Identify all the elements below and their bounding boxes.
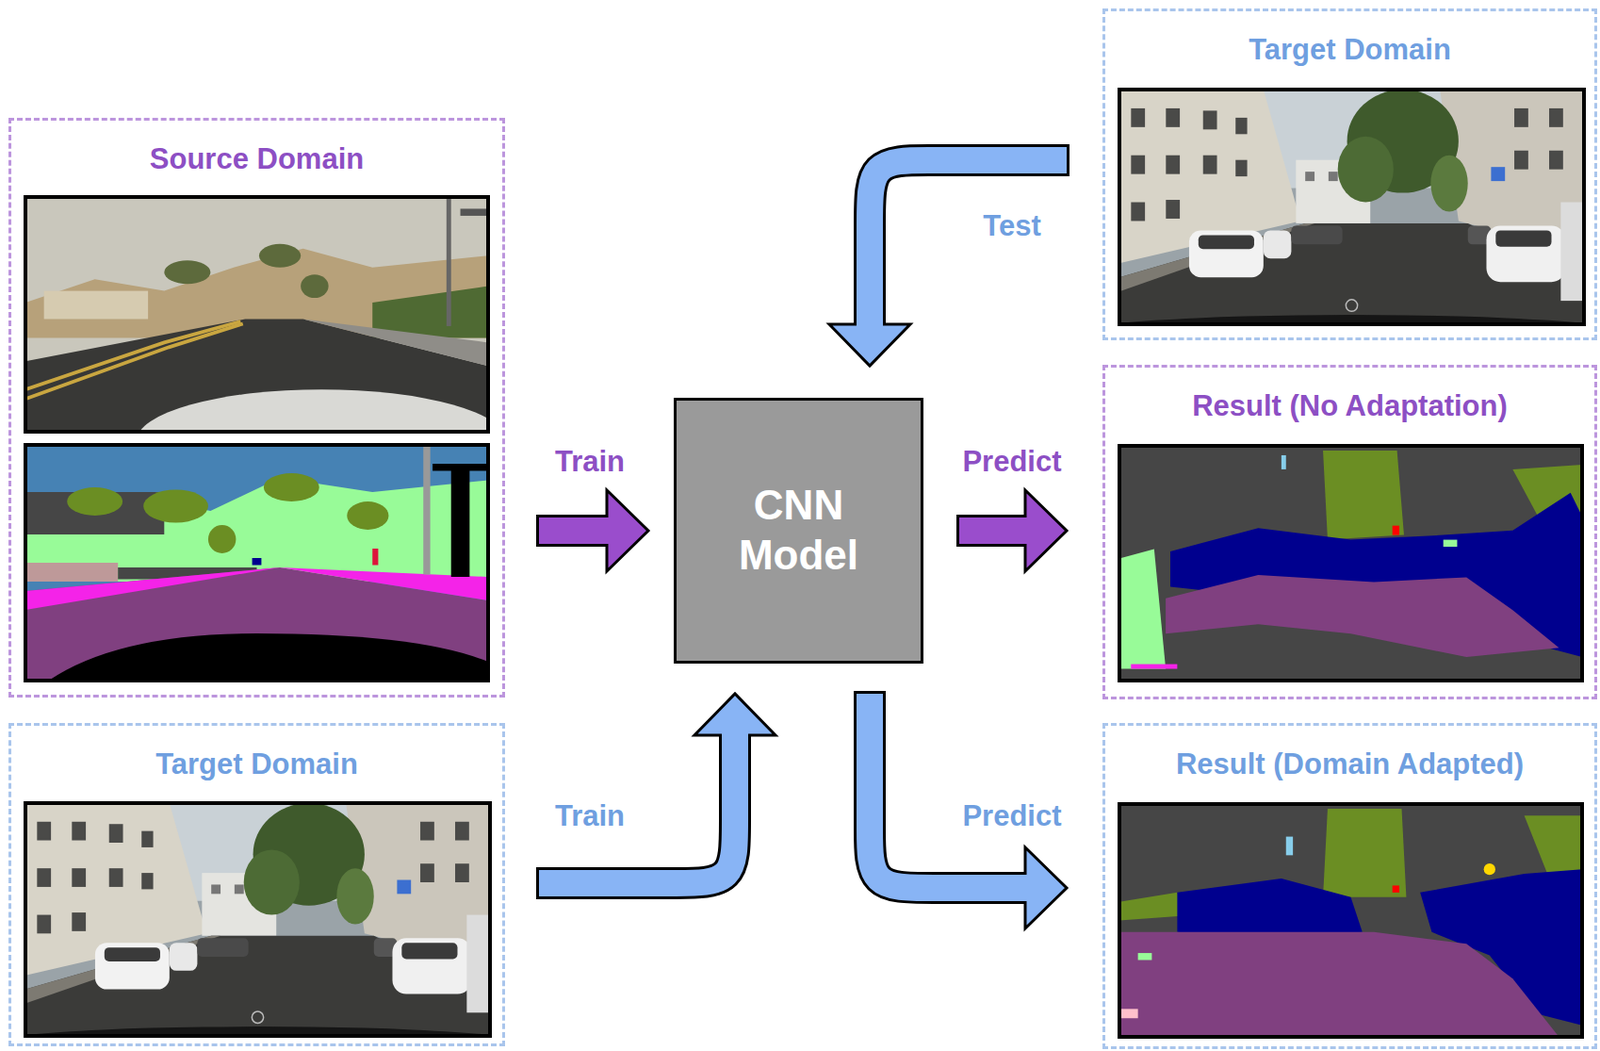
arrow-body: [959, 517, 1029, 544]
segmentation-map: [1119, 445, 1583, 681]
street-photo: [0, 802, 537, 1051]
segmentation-map: [1119, 803, 1583, 1037]
panel-title: Result (No Adaptation): [1191, 388, 1508, 424]
arrow-head: [1025, 847, 1067, 929]
photo-frame: [1119, 89, 1584, 325]
arrow-body: [538, 731, 735, 883]
arrow-outline: [536, 734, 735, 883]
panel-title: Target Domain: [155, 746, 359, 782]
arrow-head: [606, 489, 649, 572]
edge-label: Test: [979, 208, 1045, 244]
domain-panel: Source Domain: [8, 117, 506, 698]
block-arrow: [869, 690, 1067, 929]
edge-label: Predict: [958, 798, 1065, 833]
arrow-head: [1025, 489, 1067, 572]
arrow-outline: [869, 690, 1026, 888]
street-photo: [1073, 89, 1600, 353]
photo-frame: [1119, 445, 1583, 681]
arrow-head: [829, 324, 911, 366]
block-arrow: [829, 160, 1070, 366]
arrow-body: [869, 693, 1029, 888]
photo-frame: [25, 802, 490, 1036]
result-panel: Result (Domain Adapted): [1102, 722, 1598, 1049]
panel-title: Target Domain: [1248, 32, 1452, 67]
segmentation-map: [25, 444, 489, 681]
model-box: CNN Model: [673, 397, 924, 664]
panel-title: Result (Domain Adapted): [1175, 746, 1524, 782]
arrow-outline: [869, 160, 1070, 325]
photo-frame: [25, 196, 489, 432]
arrow-body: [538, 517, 611, 544]
domain-panel: Target Domain: [1102, 8, 1598, 341]
block-arrow: [536, 489, 649, 572]
arrow-body: [869, 160, 1067, 328]
domain-panel: Target Domain: [8, 722, 506, 1046]
arrow-head: [694, 693, 776, 735]
edge-label: Train: [551, 798, 629, 833]
photo-frame: [25, 444, 489, 681]
result-panel: Result (No Adaptation): [1102, 364, 1598, 700]
block-arrow: [956, 489, 1067, 572]
edge-label: Predict: [958, 443, 1065, 479]
photo-frame: [1119, 803, 1583, 1037]
model-label: CNN Model: [738, 480, 859, 581]
panel-title: Source Domain: [149, 141, 364, 177]
block-arrow: [536, 693, 776, 883]
edge-label: Train: [551, 443, 629, 479]
